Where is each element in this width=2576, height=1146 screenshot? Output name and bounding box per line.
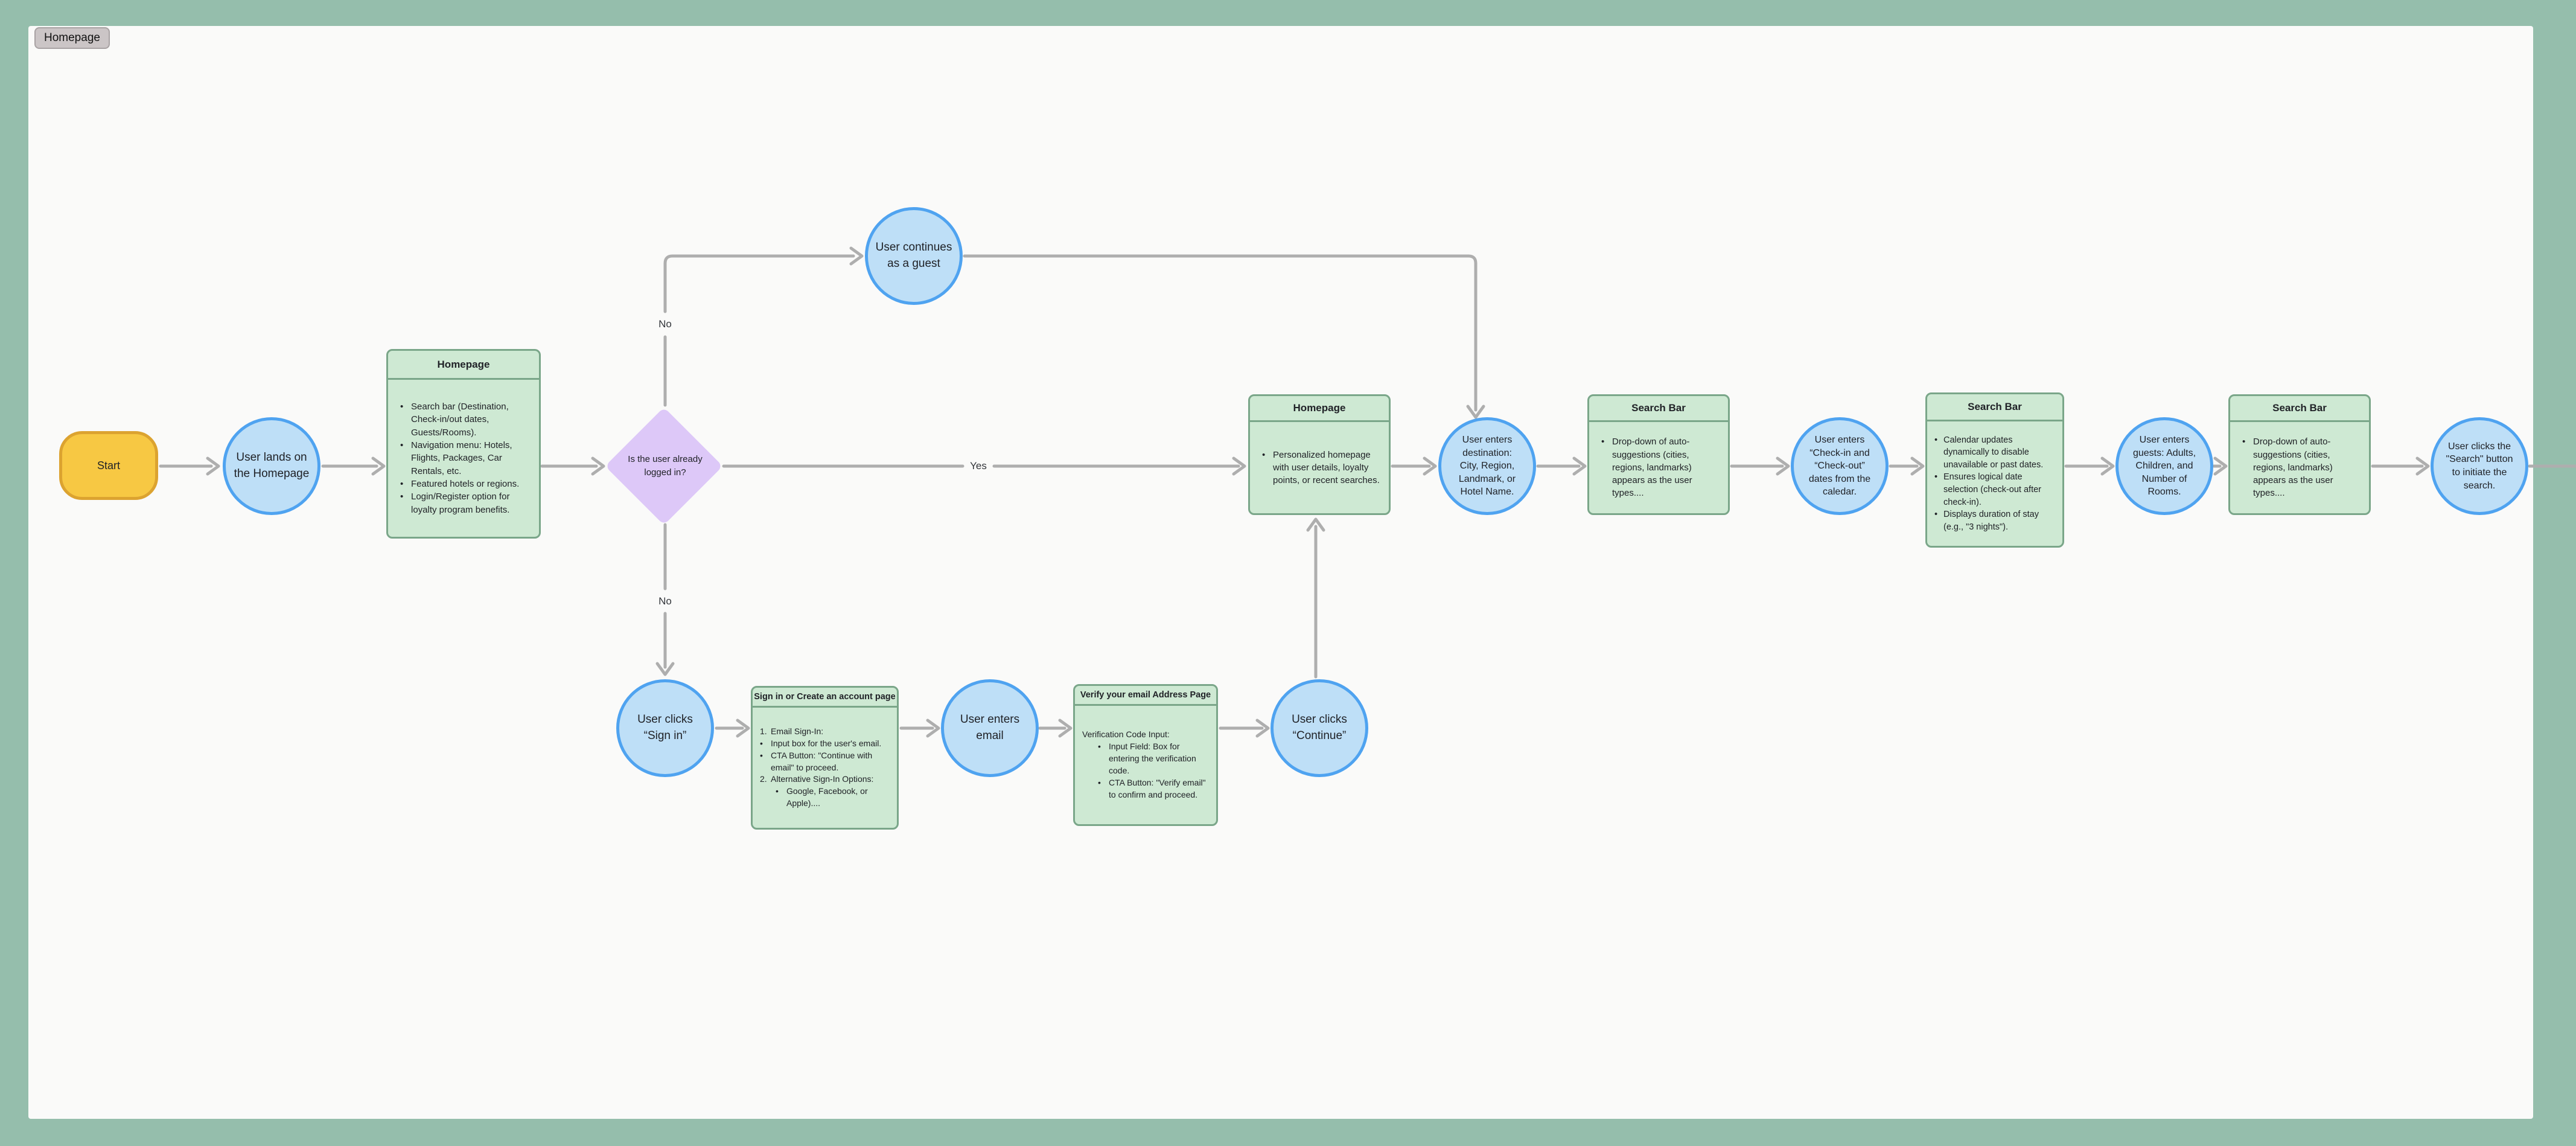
node-search-bar-dates-box[interactable]: Search Bar •Calendar updates dynamically…: [1925, 392, 2064, 548]
tab-homepage[interactable]: Homepage: [34, 27, 110, 49]
list-item: •Featured hotels or regions.: [400, 478, 520, 489]
node-label: User enters guests: Adults, Children, an…: [2132, 435, 2196, 498]
list-item: •CTA Button: "Verify email" to confirm a…: [1098, 777, 1206, 799]
node-label: Is the user already logged in?: [628, 454, 703, 478]
node-user-clicks-sign-in[interactable]: User clicks “Sign in”: [616, 679, 714, 777]
diagram-canvas[interactable]: [28, 26, 2533, 1119]
node-label: User enters destination: City, Region, L…: [1458, 435, 1516, 498]
list-item: •Input Field: Box for entering the verif…: [1098, 741, 1196, 775]
node-user-continues-guest[interactable]: User continues as a guest: [865, 207, 963, 305]
list-item: •Displays duration of stay (e.g., "3 nig…: [1934, 510, 2039, 532]
node-label: User enters email: [960, 713, 1020, 742]
node-title: Verify your email Address Page: [1075, 686, 1216, 706]
list-item: •Personalized homepage with user details…: [1262, 449, 1380, 486]
node-user-clicks-search[interactable]: User clicks the "Search" button to initi…: [2431, 417, 2528, 515]
node-user-enters-email[interactable]: User enters email: [941, 679, 1039, 777]
edge-label-no-bottom: No: [658, 595, 672, 607]
node-title: Homepage: [388, 351, 539, 380]
list-item: •CTA Button: "Continue with email" to pr…: [760, 750, 873, 772]
node-homepage-initial-box[interactable]: Homepage •Search bar (Destination, Check…: [386, 349, 541, 539]
node-search-bar-destination-box[interactable]: Search Bar •Drop-down of auto-suggestion…: [1587, 394, 1730, 515]
list-item: •Input box for the user's email.: [760, 738, 882, 748]
list-item: •Drop-down of auto-suggestions (cities, …: [2242, 437, 2333, 499]
edge-label-no-top: No: [658, 318, 672, 330]
list-item: •Ensures logical date selection (check-o…: [1934, 472, 2041, 507]
edge-label-yes: Yes: [970, 460, 987, 472]
list-item: •Drop-down of auto-suggestions (cities, …: [1601, 437, 1692, 499]
node-label: User enters “Check-in and “Check-out” da…: [1808, 435, 1871, 498]
node-label: User clicks “Sign in”: [637, 713, 693, 742]
node-start[interactable]: Start: [59, 431, 158, 500]
node-user-enters-dates[interactable]: User enters “Check-in and “Check-out” da…: [1791, 417, 1889, 515]
list-item: 1.Email Sign-In:: [760, 726, 824, 736]
node-user-lands-homepage[interactable]: User lands on the Homepage: [223, 417, 320, 515]
node-title: Search Bar: [2230, 396, 2369, 422]
node-title: Search Bar: [1589, 396, 1728, 422]
list-item: Verification Code Input:: [1082, 729, 1170, 740]
node-user-enters-destination[interactable]: User enters destination: City, Region, L…: [1438, 417, 1536, 515]
node-label: Start: [97, 459, 120, 472]
node-title: Sign in or Create an account page: [753, 688, 897, 708]
node-search-bar-guests-box[interactable]: Search Bar •Drop-down of auto-suggestion…: [2228, 394, 2371, 515]
node-label: User continues as a guest: [875, 241, 952, 270]
list-item: •Login/Register option for loyalty progr…: [400, 491, 510, 515]
node-title: Homepage: [1250, 396, 1389, 422]
node-title: Search Bar: [1927, 394, 2062, 421]
node-homepage-personalized-box[interactable]: Homepage •Personalized homepage with use…: [1248, 394, 1391, 515]
list-item: •Search bar (Destination, Check-in/out d…: [400, 402, 509, 438]
node-user-clicks-continue[interactable]: User clicks “Continue”: [1270, 679, 1368, 777]
node-sign-in-page-box[interactable]: Sign in or Create an account page 1.Emai…: [751, 686, 899, 830]
node-label: User lands on the Homepage: [234, 451, 310, 480]
node-label: User clicks “Continue”: [1292, 713, 1347, 742]
node-user-enters-guests[interactable]: User enters guests: Adults, Children, an…: [2115, 417, 2213, 515]
node-verify-email-page-box[interactable]: Verify your email Address Page Verificat…: [1073, 684, 1218, 826]
list-item: •Navigation menu: Hotels, Flights, Packa…: [400, 440, 512, 476]
list-item: 2.Alternative Sign-In Options:: [760, 774, 874, 784]
node-label: User clicks the "Search" button to initi…: [2446, 441, 2513, 491]
list-item: •Google, Facebook, or Apple)....: [776, 786, 868, 808]
list-item: •Calendar updates dynamically to disable…: [1934, 435, 2044, 470]
